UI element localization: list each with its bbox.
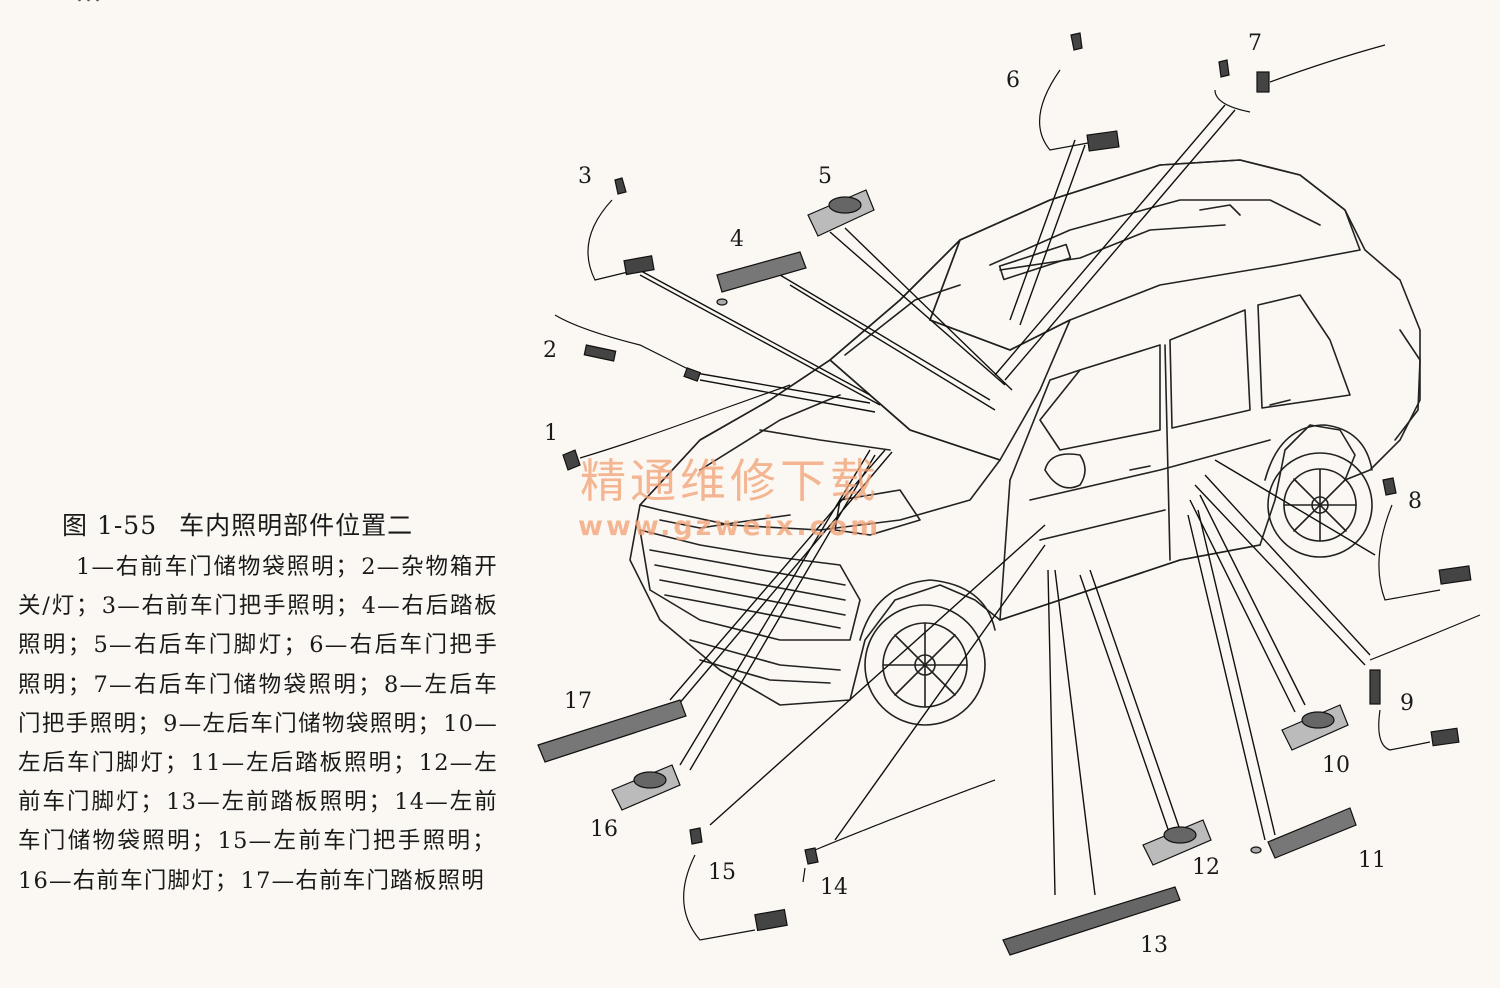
- legend-item: 2—杂物箱开关/灯；: [18, 554, 499, 620]
- legend-item: 6—右后车门把手照明；: [18, 632, 498, 698]
- legend-item: 4—右后踏板照明；: [18, 593, 499, 659]
- side-mirror: [1044, 453, 1086, 489]
- figure-legend: 1—右前车门储物袋照明；2—杂物箱开关/灯；3—右前车门把手照明；4—右后踏板照…: [18, 548, 498, 901]
- rear-quarter-window: [1257, 294, 1351, 409]
- figure-title: 车内照明部件位置二: [179, 511, 414, 540]
- callout-13: 13: [1140, 933, 1168, 958]
- legend-item: 10—左后车门脚灯；: [18, 710, 499, 777]
- callout-15: 15: [708, 860, 736, 885]
- callout-14: 14: [820, 875, 848, 900]
- rear-wheel: [1267, 452, 1373, 558]
- hood: [639, 359, 1001, 531]
- callout-numbers: 1 2 3 4 5 6 7 8 9 10 11 12 13 14 15 16 1…: [543, 31, 1422, 958]
- callout-4: 4: [730, 227, 744, 252]
- front-grille: [639, 529, 861, 641]
- legend-item: 12—左前车门脚灯；: [18, 750, 498, 816]
- roof: [929, 159, 1361, 351]
- figure-caption: 图 1-55 车内照明部件位置二: [62, 506, 502, 542]
- legend-item: 5—右后车门脚灯；: [93, 632, 308, 659]
- legend-item: 3—右前车门把手照明；: [101, 593, 360, 620]
- front-wheel: [864, 604, 986, 726]
- callout-17: 17: [564, 689, 592, 714]
- callout-5: 5: [818, 164, 832, 189]
- callout-3: 3: [578, 164, 592, 189]
- callout-12: 12: [1192, 855, 1220, 880]
- watermark-title: 精通维修下载: [580, 454, 880, 508]
- legend-item: 1—右前车门储物袋照明；: [76, 554, 360, 580]
- figure-number: 图 1-55: [62, 511, 158, 540]
- callout-6: 6: [1006, 68, 1020, 93]
- callout-7: 7: [1248, 31, 1262, 56]
- callout-1: 1: [544, 421, 558, 446]
- legend-item: 14—左前车门储物袋照明；: [18, 789, 498, 855]
- callout-16: 16: [590, 817, 618, 842]
- watermark: 精通维修下载 www.gzweix.com: [578, 454, 881, 542]
- callout-9: 9: [1400, 691, 1414, 716]
- legend-item: 13—左前踏板照明；: [166, 789, 393, 816]
- callout-11: 11: [1358, 848, 1386, 873]
- legend-item: 15—左前车门把手照明；: [217, 828, 496, 855]
- page-top-fragment: ...: [76, 0, 103, 7]
- legend-item: 17—右前车门踏板照明: [240, 867, 485, 894]
- legend-item: 16—右前车门脚灯；: [18, 867, 239, 894]
- leader-lines: [629, 104, 1376, 896]
- legend-item: 11—左后踏板照明；: [190, 750, 417, 777]
- callout-2: 2: [543, 338, 557, 363]
- legend-item: 9—左后车门储物袋照明；: [163, 710, 442, 737]
- rear-side-window: [1169, 309, 1251, 429]
- windshield: [829, 239, 1071, 461]
- legend-item: 8—左后车门把手照明；: [18, 671, 498, 737]
- legend-item: 7—右后车门储物袋照明；: [93, 671, 382, 698]
- car-body-outline: [629, 159, 1421, 706]
- watermark-url: www.gzweix.com: [578, 511, 881, 542]
- front-side-window: [1039, 344, 1161, 451]
- callout-8: 8: [1408, 489, 1422, 514]
- callout-10: 10: [1322, 753, 1350, 778]
- part-illustrations: [537, 32, 1481, 956]
